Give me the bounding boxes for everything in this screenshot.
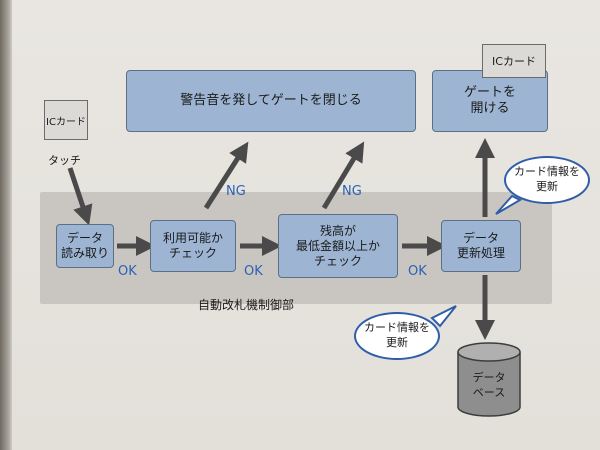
check-balance-box: 残高が 最低金額以上か チェック — [278, 214, 398, 278]
update-card-info-bubble-lower: カード情報を 更新 — [354, 312, 440, 360]
update-data-text: データ 更新処理 — [456, 231, 505, 260]
ok-label-1: OK — [118, 264, 137, 279]
controller-label: 自動改札機制御部 — [198, 298, 295, 312]
ic-card-top: ICカード — [482, 44, 546, 78]
ic-card-left-text: ICカード — [46, 116, 86, 128]
check-usable-text: 利用可能か チェック — [162, 231, 223, 260]
bubble-tail-upper — [495, 194, 523, 215]
bubble-tail-lower — [430, 305, 457, 328]
bubble-upper-text: カード情報を 更新 — [514, 165, 580, 193]
alarm-box-text: 警告音を発してゲートを閉じる — [180, 92, 362, 108]
open-gate-box: ゲートを 開ける — [432, 70, 548, 132]
update-card-info-bubble-upper: カード情報を 更新 — [504, 156, 590, 204]
ng-label-2: NG — [342, 184, 362, 199]
ic-card-left: ICカード — [44, 100, 88, 140]
book-spine-shadow — [0, 0, 12, 450]
open-gate-text: ゲートを 開ける — [463, 84, 516, 116]
check-usable-box: 利用可能か チェック — [150, 220, 236, 272]
database-label: データ ベース — [472, 371, 506, 400]
arrow-touch-to-read — [67, 167, 93, 226]
read-data-box: データ 読み取り — [56, 224, 114, 268]
ng-label-1: NG — [226, 184, 246, 199]
database-cylinder — [457, 342, 521, 417]
check-balance-text: 残高が 最低金額以上か チェック — [295, 223, 380, 268]
read-data-text: データ 読み取り — [60, 231, 109, 260]
ok-label-2: OK — [244, 264, 263, 279]
arrow-ng-usable — [203, 141, 249, 210]
ic-card-top-text: ICカード — [492, 55, 536, 68]
update-data-box: データ 更新処理 — [441, 220, 521, 272]
touch-label: タッチ — [48, 154, 81, 167]
bubble-lower-text: カード情報を 更新 — [364, 321, 430, 349]
ok-label-3: OK — [408, 264, 427, 279]
alarm-gate-close-box: 警告音を発してゲートを閉じる — [126, 70, 416, 132]
arrow-ng-balance — [321, 141, 365, 210]
